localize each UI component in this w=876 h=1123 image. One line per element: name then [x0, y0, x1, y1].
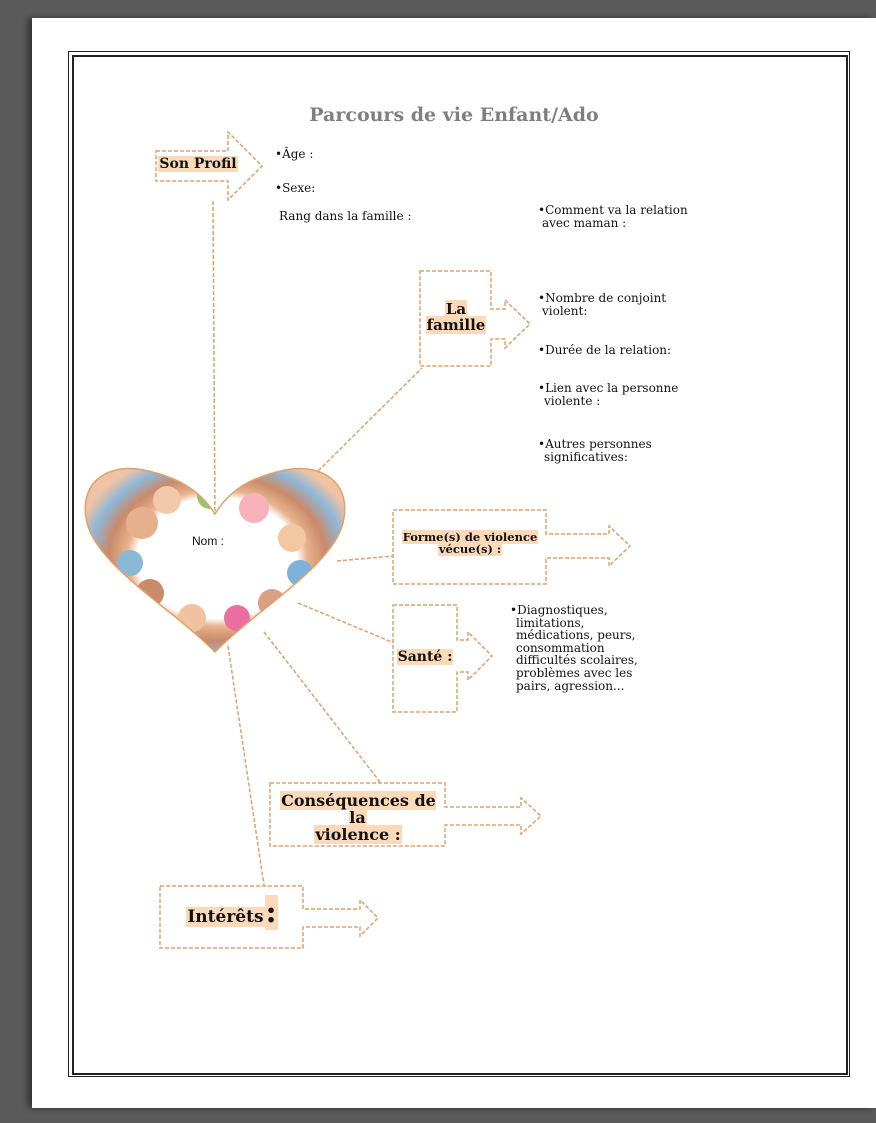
- interets-label: Intérêts:: [186, 895, 278, 930]
- famille-duree: •Durée de la relation:: [538, 343, 672, 357]
- profil-sexe: •Sexe:: [275, 181, 316, 195]
- link-interets: [227, 645, 265, 886]
- famille-lien: •Lien avec la personne violente :: [538, 381, 679, 409]
- link-violence: [336, 555, 394, 562]
- mind-map-diagram: [84, 130, 632, 949]
- page-border-inner: [72, 55, 848, 1075]
- link-consequences: [263, 631, 381, 783]
- document-page: Parcours de vie Enfant/Ado: [32, 18, 876, 1108]
- link-profil: [212, 200, 216, 517]
- page-border-outer: [68, 51, 850, 1077]
- violence-callout-shape: [392, 509, 632, 585]
- famille-conjoint: •Nombre de conjoint violent:: [538, 291, 667, 319]
- heart-photo-collage: [84, 467, 346, 654]
- profil-label: Son Profil: [158, 156, 238, 172]
- nom-label: Nom :: [192, 534, 225, 548]
- profil-rang: Rang dans la famille :: [279, 209, 412, 223]
- sante-label: Santé :: [396, 649, 454, 665]
- famille-autres: •Autres personnes significatives:: [538, 437, 652, 465]
- profil-age: •Âge :: [275, 147, 314, 161]
- sante-details: •Diagnostiques, limitations, médications…: [510, 603, 638, 693]
- page-title: Parcours de vie Enfant/Ado: [309, 104, 599, 126]
- link-sante: [297, 602, 395, 644]
- famille-relation-maman: •Comment va la relation avec maman :: [538, 203, 688, 231]
- link-famille: [313, 367, 423, 476]
